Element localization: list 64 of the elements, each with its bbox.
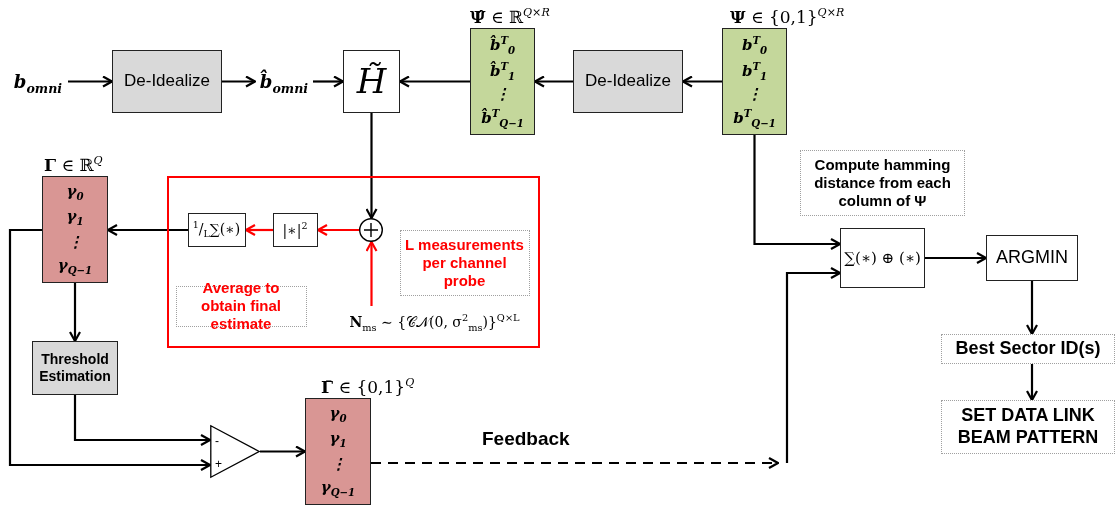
math-formula: |∗|$^{2}$ (281, 220, 309, 239)
box-label: De-Idealize (123, 71, 211, 92)
arrow (1025, 281, 1039, 336)
note-text: L measurements per channel probe (404, 235, 525, 290)
group-frame (167, 176, 540, 348)
arrow (68, 283, 82, 343)
math-label: b$_{omni}$ (8, 66, 68, 97)
note-text: Compute hamming distance from each column of Ψ (813, 156, 952, 210)
process-box (343, 50, 400, 113)
math-label: N$_{ms}$ ∼ {𝒞𝒩(0, σ$^{2}$$_{ms}$)}$^{Q×L}$ (334, 305, 535, 338)
process-box (573, 50, 683, 113)
note-box (800, 150, 965, 216)
arrow (222, 75, 257, 88)
set-notation: Γ̄ ∈ {0,1}$^{Q}$ (321, 375, 415, 398)
arrow (68, 75, 114, 88)
arrow (365, 113, 378, 220)
vector-entry: γ$_{1}$ (66, 209, 84, 227)
vector-entry: γ$_{Q−1}$ (320, 479, 356, 497)
note-text: Best Sector ID(s) (954, 338, 1102, 360)
process-box (272, 212, 318, 247)
input-sign: + (215, 458, 222, 470)
arrow (533, 75, 573, 88)
vector-entry: ⋮ (330, 456, 346, 472)
note-box (399, 229, 530, 296)
arrow (244, 223, 273, 237)
math-label: b̂$_{omni}$ (255, 66, 313, 97)
box-label: Threshold Estimation (38, 351, 112, 385)
note-text: SET DATA LINK BEAM PATTERN (956, 405, 1100, 449)
vector-entry: ⋮ (67, 234, 83, 250)
arrow (785, 266, 842, 463)
vector-entry: γ$_{0}$ (66, 184, 84, 202)
arrow (313, 75, 345, 88)
math-formula: $^{1}$/$_{L}$∑(∗) (191, 219, 242, 240)
box-label: ARGMIN (995, 247, 1069, 269)
process-box (187, 212, 246, 247)
arrow (1025, 364, 1039, 402)
vector-entry: ⋮ (747, 87, 762, 102)
process-box (840, 228, 925, 288)
note-box (941, 400, 1115, 454)
arrow (365, 240, 378, 306)
vector-entry: ⋮ (495, 87, 510, 102)
arrow (753, 135, 842, 251)
vector-entry: γ$_{1}$ (329, 431, 347, 449)
set-notation: Ψ̂ ∈ ℝ$^{Q×R}$ (470, 5, 550, 28)
arrow (398, 75, 470, 88)
note-box (175, 285, 307, 327)
arrow (316, 223, 360, 237)
vector-entry: γ$_{0}$ (329, 406, 347, 424)
arrow (260, 445, 307, 458)
math-formula: ∑(∗) ⊕ (∗) (843, 249, 922, 267)
arrow (106, 223, 188, 237)
note-text: Average to obtain final estimate (200, 279, 282, 333)
arrow (681, 75, 722, 88)
box-label: De-Idealize (584, 71, 672, 92)
process-box (32, 341, 118, 395)
set-notation: Γ ∈ ℝ$^{Q}$ (44, 153, 103, 176)
vector-entry: γ$_{Q−1}$ (57, 257, 93, 275)
set-notation: Ψ ∈ {0,1}$^{Q×R}$ (730, 5, 845, 28)
process-box (112, 50, 222, 113)
process-box (986, 235, 1078, 281)
input-sign: - (215, 435, 219, 447)
dashed-arrow (371, 456, 780, 470)
math-symbol: H̃ (355, 61, 388, 102)
note-box (941, 334, 1115, 364)
